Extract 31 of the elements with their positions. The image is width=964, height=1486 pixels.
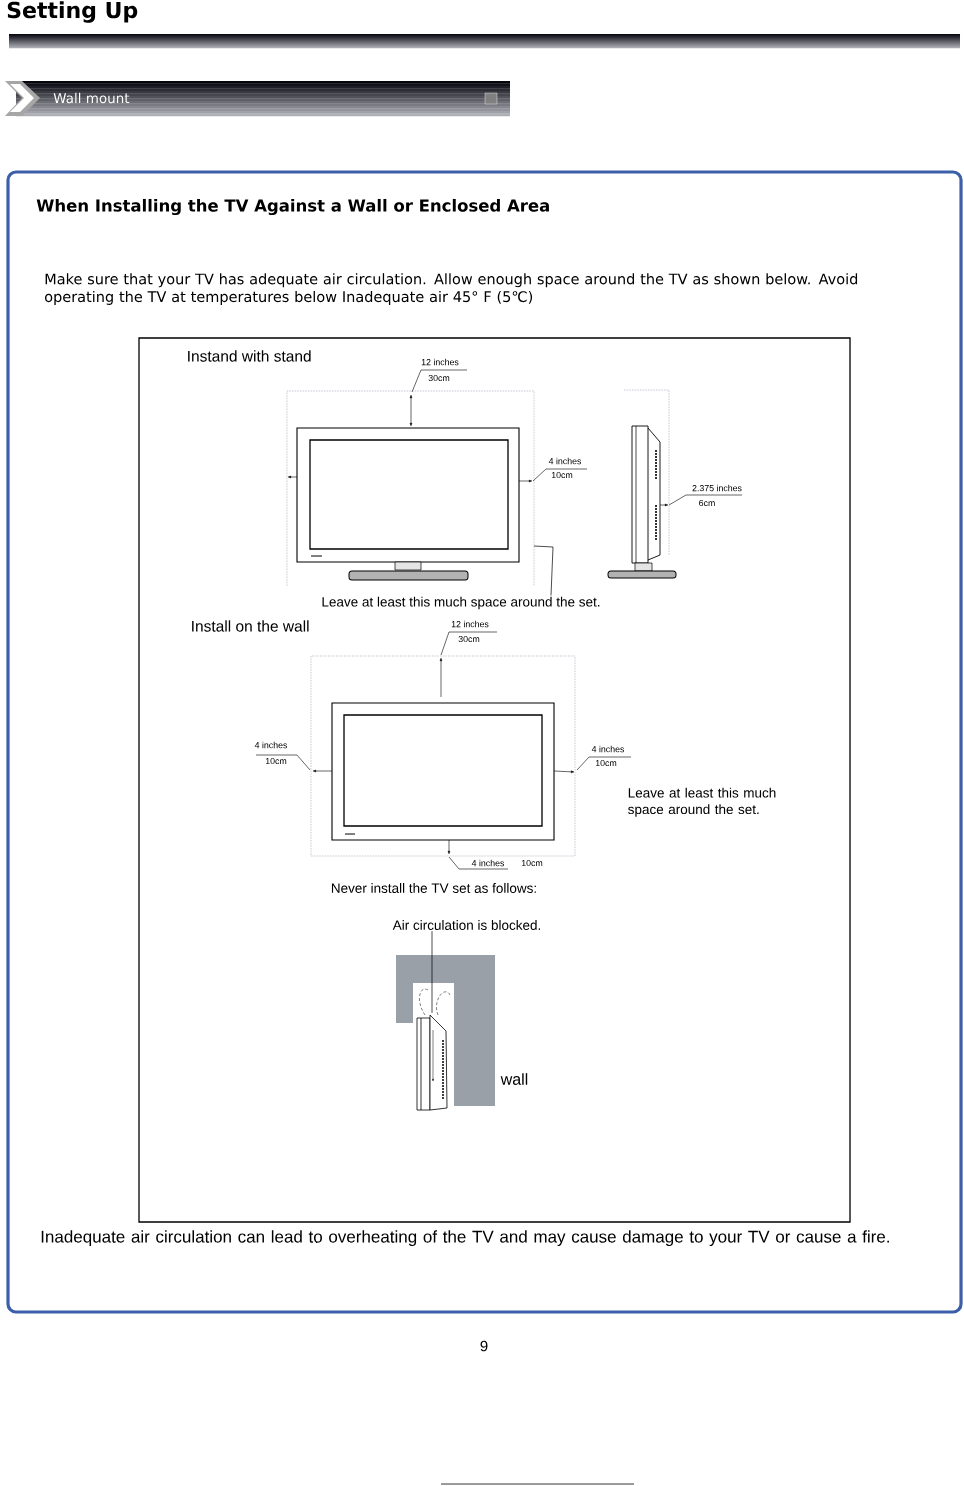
dimension-label: 4 inches <box>548 457 582 465</box>
dimension-label: 6cm <box>699 499 715 507</box>
note-text: Air circulation is blocked. <box>392 920 540 930</box>
section-banner: Wall mount <box>5 81 510 117</box>
figure-frame <box>138 337 851 1223</box>
note-text: Leave at least this much space around the set. <box>322 596 600 610</box>
section-heading: Instand with stand <box>188 350 311 362</box>
dimension-label: 10cm <box>595 759 617 767</box>
dimension-label: 30cm <box>458 635 480 643</box>
section-heading: Install on the wall <box>192 620 309 632</box>
dimension-label: 10cm <box>265 757 287 765</box>
dimension-label: 12 inches <box>421 358 459 366</box>
paragraph: Inadequate air circulation can lead to overheating of the TV and may cause damage to your TV or cause a fire. <box>41 1230 889 1247</box>
panel-heading: When Installing the TV Against a Wall or Enclosed Area <box>36 198 549 216</box>
leader-line <box>431 930 433 1014</box>
note-text: Leave at least this much space around the set. <box>628 787 776 817</box>
note-text: Never install the TV set as follows: <box>331 883 536 893</box>
picture <box>416 988 451 1111</box>
page-title: Setting Up <box>7 1 138 23</box>
dimension-label: 10cm <box>551 471 573 479</box>
leader-line <box>533 545 554 596</box>
dimension-label: 4 inches <box>471 859 505 867</box>
page-number: 9 <box>480 1340 488 1352</box>
dimension-label: 4 inches <box>254 741 288 749</box>
dimension-label: 10cm <box>521 859 543 867</box>
wall-label: wall <box>500 1073 528 1085</box>
dimension-label: 2.375 inches <box>692 484 742 492</box>
dimension-label: 30cm <box>428 374 450 382</box>
dimension-label: 4 inches <box>591 745 625 753</box>
dimension-label: 12 inches <box>451 620 489 628</box>
paragraph: Make sure that your TV has adequate air circulation. Allow enough space around the TV as shown below. Avoid operating the TV at temperatures below Inadequate air 45° F (5℃) <box>45 273 858 305</box>
